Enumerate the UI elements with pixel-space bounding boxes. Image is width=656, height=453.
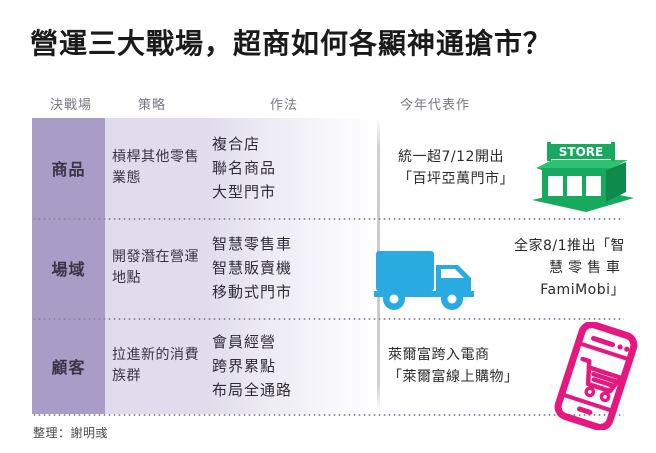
method-line: 聯名商品 (212, 159, 277, 177)
column-band-strategy (105, 118, 205, 414)
cell-showcase: 全家8/1推出「智 慧零售車 FamiMobi」 (440, 218, 625, 318)
method-line: 跨界累點 (212, 357, 277, 375)
comparison-table: 商品 槓桿其他零售業態 複合店 聯名商品 大型門市 統一超7/12開出 「百坪亞… (0, 118, 656, 414)
column-band-method (205, 118, 377, 414)
column-header-battlefield: 決戰場 (50, 98, 93, 113)
showcase-line: 萊爾富跨入電商 (388, 347, 490, 363)
method-line: 移動式門市 (212, 283, 293, 301)
method-line: 會員經營 (212, 333, 277, 351)
cell-method: 智慧零售車 智慧販賣機 移動式門市 (212, 218, 322, 318)
table-row: 顧客 拉進新的消費族群 會員經營 跨界累點 布局全通路 萊爾富跨入電商 「萊爾富… (0, 318, 656, 414)
cell-method: 複合店 聯名商品 大型門市 (212, 118, 322, 218)
cell-battlefield: 場域 (51, 260, 86, 279)
method-line: 布局全通路 (212, 381, 293, 399)
method-line: 智慧零售車 (212, 235, 293, 253)
showcase-line: 全家8/1推出「智 (513, 238, 625, 254)
row-separator (32, 218, 624, 220)
showcase-line: 慧零售車 (549, 260, 625, 276)
showcase-line: FamiMobi」 (540, 282, 625, 298)
cell-strategy: 槓桿其他零售業態 (112, 149, 199, 186)
store-sign-text: STORE (559, 145, 603, 159)
column-header-showcase: 今年代表作 (400, 98, 471, 113)
table-row: 場域 開發潛在營運地點 智慧零售車 智慧販賣機 移動式門市 全家8/1推出「智 … (0, 218, 656, 318)
showcase-line: 「百坪亞萬門市」 (398, 171, 514, 187)
column-header-row: 決戰場 策略 作法 今年代表作 (0, 94, 656, 116)
source-credit: 整理：謝明彧 (33, 426, 109, 440)
truck-icon (372, 243, 484, 317)
cell-strategy: 拉進新的消費族群 (112, 347, 199, 384)
cell-method: 會員經營 跨界累點 布局全通路 (212, 318, 322, 414)
cell-strategy: 開發潛在營運地點 (112, 249, 199, 286)
cell-showcase: 萊爾富跨入電商 「萊爾富線上購物」 (388, 318, 573, 414)
phone-cart-icon (546, 321, 646, 434)
showcase-line: 統一超7/12開出 (398, 149, 504, 165)
page-title: 營運三大戰場，超商如何各顯神通搶市？ (30, 27, 553, 60)
cell-battlefield: 顧客 (51, 358, 86, 377)
table-row: 商品 槓桿其他零售業態 複合店 聯名商品 大型門市 統一超7/12開出 「百坪亞… (0, 118, 656, 218)
column-header-method: 作法 (270, 98, 299, 113)
store-icon: STORE (528, 140, 638, 218)
cell-showcase: 統一超7/12開出 「百坪亞萬門市」 (398, 118, 548, 218)
method-line: 大型門市 (212, 183, 277, 201)
method-line: 智慧販賣機 (212, 259, 293, 277)
column-band-battlefield (32, 118, 105, 414)
row-separator (32, 318, 624, 320)
showcase-line: 「萊爾富線上購物」 (388, 369, 519, 385)
row-separator (32, 414, 624, 416)
column-header-strategy: 策略 (138, 98, 167, 113)
cell-battlefield: 商品 (51, 160, 86, 179)
method-line: 複合店 (212, 135, 261, 153)
